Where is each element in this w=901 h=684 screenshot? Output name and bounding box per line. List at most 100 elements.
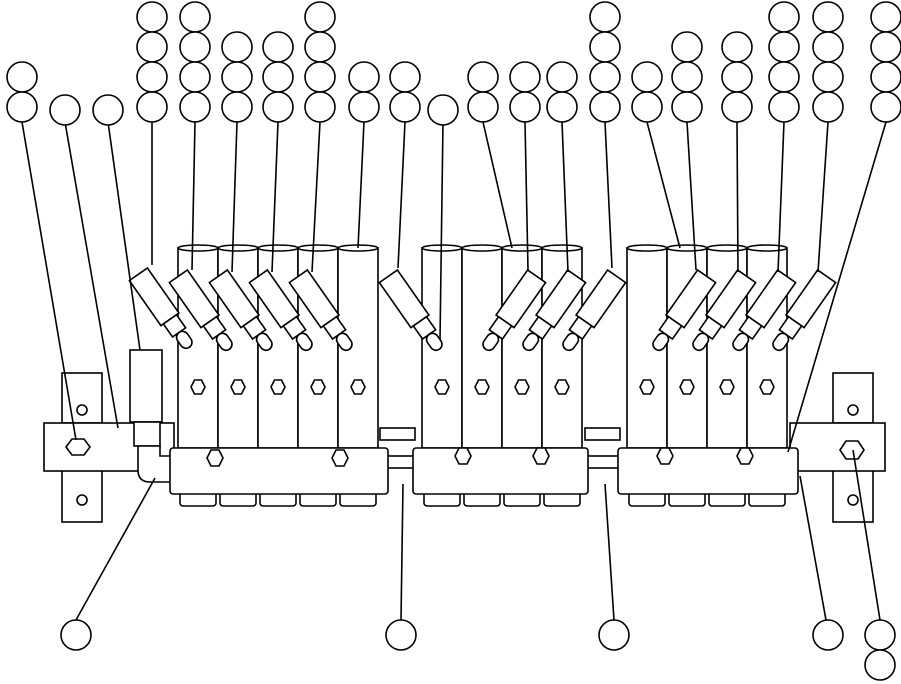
cylinder-body — [421, 247, 463, 449]
callout-bubble — [136, 31, 168, 63]
callout-bubble — [304, 91, 336, 123]
callout-bubble — [179, 31, 211, 63]
callout-bubble — [427, 94, 459, 126]
callout-bubble — [631, 91, 663, 123]
fitting-tip — [255, 332, 273, 352]
callout-bubble — [589, 1, 621, 33]
cylinder-top — [541, 244, 583, 252]
leader-line — [604, 121, 613, 269]
fitting-tip — [692, 332, 710, 352]
leader-line — [736, 121, 739, 273]
block-hex-bolt — [532, 447, 550, 465]
fitting-tip — [335, 332, 353, 352]
callout-bubble — [179, 1, 211, 33]
block-body — [169, 447, 389, 495]
leader-line — [75, 477, 156, 621]
callout-bubble — [721, 91, 753, 123]
hex-bolt — [230, 379, 246, 395]
hex-bolt — [719, 379, 735, 395]
callout-bubble — [221, 31, 253, 63]
callout-bubble — [812, 619, 844, 651]
callout-bubble — [60, 619, 92, 651]
leader-line — [21, 121, 77, 441]
leader-line — [561, 121, 569, 273]
callout-bubble — [179, 91, 211, 123]
leader-line — [400, 483, 404, 621]
block-hex-bolt — [331, 449, 349, 467]
callout-bubble — [262, 91, 294, 123]
callout-bubble — [768, 61, 800, 93]
callout-bubble — [721, 61, 753, 93]
callout-bubble — [179, 61, 211, 93]
block-hex-bolt — [206, 449, 224, 467]
angled-fitting — [378, 268, 443, 352]
cylinder-top — [297, 244, 339, 252]
cylinder-top — [746, 244, 788, 252]
fitting-tip — [652, 332, 670, 352]
cylinder-top — [626, 244, 668, 252]
leader-line — [439, 121, 444, 341]
callout-bubble — [221, 91, 253, 123]
fitting-tip — [732, 332, 750, 352]
callout-bubble — [768, 31, 800, 63]
valve-cylinder — [461, 244, 503, 507]
fitting-tip — [175, 330, 193, 350]
cylinder-top — [461, 244, 503, 252]
callout-bubble — [812, 91, 844, 123]
callout-bubble — [768, 1, 800, 33]
fitting-tip — [562, 332, 580, 352]
cylinder-top — [257, 244, 299, 252]
hex-bolt — [270, 379, 286, 395]
callout-bubble — [546, 91, 578, 123]
callout-bubble — [262, 31, 294, 63]
angled-fitting — [128, 266, 193, 350]
callout-bubble — [721, 31, 753, 63]
callout-bubble — [136, 91, 168, 123]
callout-bubble — [812, 61, 844, 93]
leader-line — [524, 121, 529, 271]
valve-cylinder — [626, 244, 668, 507]
callout-bubble — [864, 619, 896, 651]
outlet-fittings — [128, 266, 837, 352]
manifold-block — [617, 447, 799, 495]
callout-bubble — [812, 31, 844, 63]
manifold-block — [169, 447, 389, 495]
hex-bolt — [310, 379, 326, 395]
angled-fitting — [732, 268, 797, 352]
cylinder-top — [706, 244, 748, 252]
fitting-sleeve — [574, 268, 627, 329]
right-mounting-bracket — [789, 372, 886, 523]
callout-bubble — [870, 31, 901, 63]
callout-bubble — [389, 61, 421, 93]
angled-fitting — [772, 268, 837, 352]
fitting-tip — [295, 332, 313, 352]
fitting-tip — [522, 332, 540, 352]
callout-bubble — [304, 1, 336, 33]
callout-bubble — [509, 61, 541, 93]
manifold-block — [412, 447, 589, 495]
fitting-tip — [772, 332, 790, 352]
hex-bolt — [474, 379, 490, 395]
callout-bubble — [389, 91, 421, 123]
angled-fitting — [168, 268, 233, 352]
leader-lines — [21, 121, 887, 621]
callout-bubble — [598, 619, 630, 651]
callout-bubble — [671, 91, 703, 123]
leader-line — [777, 121, 785, 273]
callout-bubble — [812, 1, 844, 33]
leader-line — [646, 121, 681, 249]
angled-fitting — [522, 268, 587, 352]
callout-bubble — [864, 649, 896, 681]
inlet-fitting — [129, 349, 173, 483]
cylinder-top — [666, 244, 708, 252]
hex-bolt — [679, 379, 695, 395]
hex-bolt — [514, 379, 530, 395]
callout-bubble — [671, 61, 703, 93]
block-hex-bolt — [656, 447, 674, 465]
callout-bubble — [348, 61, 380, 93]
leader-line — [191, 121, 196, 271]
callout-bubble — [49, 94, 81, 126]
callout-bubble — [467, 91, 499, 123]
cylinder-body — [461, 247, 503, 449]
